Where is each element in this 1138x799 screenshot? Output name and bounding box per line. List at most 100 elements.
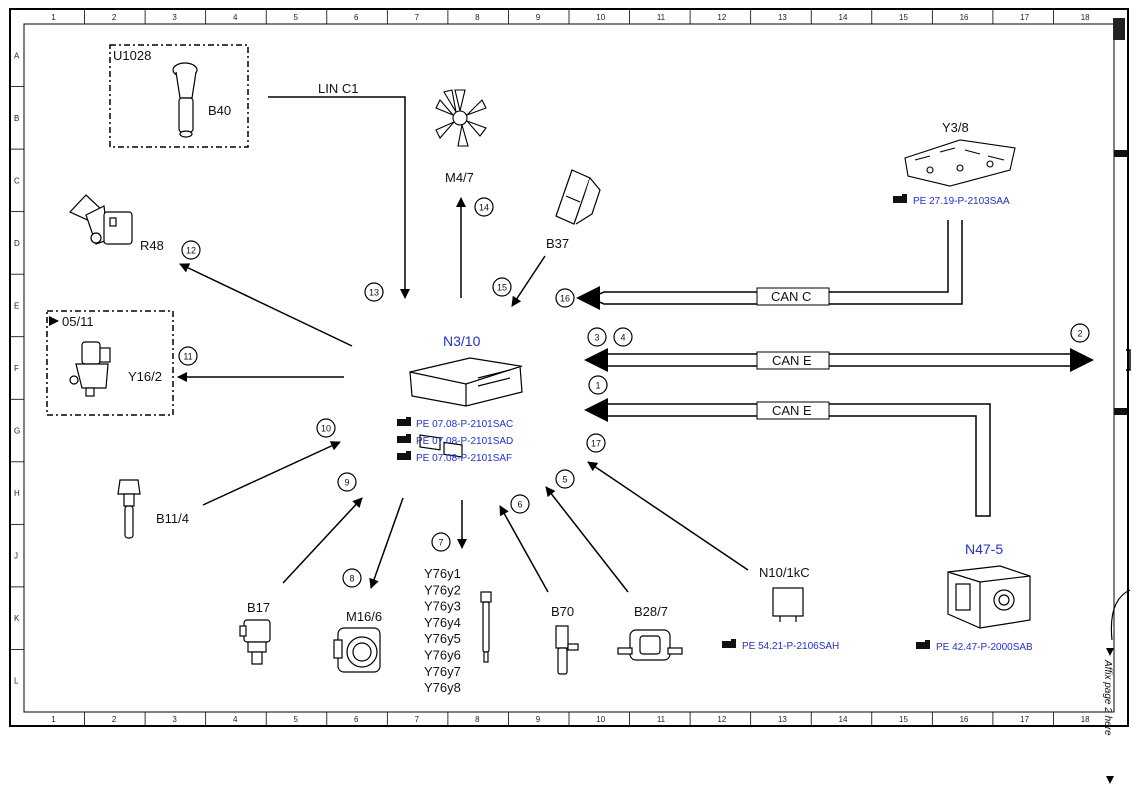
- triangle-down-icon: [1106, 648, 1114, 656]
- column-label: 6: [354, 13, 359, 22]
- svg-text:PE 07.08-P-2101SAC: PE 07.08-P-2101SAC: [416, 419, 513, 430]
- marker-label: 13: [369, 288, 379, 298]
- svg-text:PE 07.08-P-2101SAD: PE 07.08-P-2101SAD: [416, 436, 513, 447]
- marker-10: 10: [316, 418, 336, 438]
- marker-4: 4: [613, 327, 633, 347]
- svg-text:LIN C1: LIN C1: [318, 81, 358, 96]
- marker-label: 6: [517, 500, 522, 510]
- column-label: 7: [415, 715, 420, 724]
- marker-label: 11: [183, 352, 192, 362]
- column-label: 10: [596, 715, 605, 724]
- row-label: B: [14, 114, 19, 123]
- sensor-icon-b17: [239, 619, 271, 665]
- column-label: 11: [657, 13, 666, 22]
- row-label: G: [14, 427, 20, 436]
- marker-9: 9: [337, 472, 357, 492]
- svg-text:M4/7: M4/7: [445, 170, 474, 185]
- pedal-icon: [555, 169, 601, 225]
- svg-text:PE 42.47-P-2000SAB: PE 42.47-P-2000SAB: [936, 642, 1033, 653]
- column-label: 2: [112, 13, 117, 22]
- injector-label: Y76y3: [424, 599, 461, 614]
- ignition-coil-icon: [172, 62, 198, 138]
- marker-5: 5: [555, 469, 575, 489]
- marker-label: 15: [497, 283, 507, 293]
- column-label: 18: [1081, 13, 1090, 22]
- fan-m4-7: M4/7: [435, 89, 487, 185]
- marker-14: 14: [474, 197, 494, 217]
- injector-label: Y76y7: [424, 664, 461, 679]
- marker-7: 7: [431, 532, 451, 552]
- arrow-from-b17: [282, 497, 363, 584]
- marker-label: 7: [438, 538, 443, 548]
- svg-text:PE 07.08-P-2101SAF: PE 07.08-P-2101SAF: [416, 453, 512, 464]
- row-label: F: [14, 364, 19, 373]
- marker-1: 1: [588, 375, 608, 395]
- sensor-b11-4: B11/4: [117, 479, 189, 539]
- svg-text:N47-5: N47-5: [965, 541, 1003, 557]
- marker-label: 17: [591, 439, 601, 449]
- module-n47-5: N47-5 PE 42.47-P-2000SAB: [916, 541, 1033, 653]
- grid-column-ticks: 1122334455667788991010111112121313141415…: [51, 10, 1090, 726]
- fan-icon: [435, 89, 487, 147]
- arrow-from-n10-1kc: [587, 461, 749, 571]
- pressure-sensor-icon: [617, 629, 683, 661]
- ecu-label: N3/10: [443, 333, 481, 349]
- column-label: 16: [960, 715, 969, 724]
- module-y3-8: Y3/8 PE 27.19-P-2103SAA: [893, 120, 1016, 207]
- marker-16: 16: [555, 288, 575, 308]
- arrow-from-b28-7: [545, 486, 629, 593]
- page-corner-mark: [1113, 18, 1125, 40]
- marker-label: 8: [349, 574, 354, 584]
- arrow-to-r48: [179, 263, 353, 347]
- column-label: 15: [899, 13, 908, 22]
- doc-ref-icon: [397, 434, 411, 443]
- doc-ref-icon: [397, 417, 411, 426]
- column-label: 13: [778, 13, 787, 22]
- column-label: 1: [51, 715, 56, 724]
- column-label: 8: [475, 715, 480, 724]
- valve-icon: [69, 341, 111, 397]
- column-label: 12: [717, 715, 726, 724]
- svg-text:PE 27.19-P-2103SAA: PE 27.19-P-2103SAA: [913, 196, 1010, 207]
- abs-unit-icon: [947, 565, 1031, 629]
- relay-n10-1kc: N10/1kC PE 54.21-P-2106SAH: [722, 565, 839, 652]
- svg-text:Y3/8: Y3/8: [942, 120, 969, 135]
- column-label: 17: [1020, 715, 1029, 724]
- valve-body-icon: [904, 139, 1016, 187]
- column-label: 9: [536, 715, 541, 724]
- column-label: 3: [172, 13, 177, 22]
- marker-label: 1: [595, 381, 600, 391]
- svg-text:Y16/2: Y16/2: [128, 369, 162, 384]
- row-label: K: [14, 614, 20, 623]
- marker-3: 3: [587, 327, 607, 347]
- column-label: 5: [294, 13, 299, 22]
- triangle-down-icon: [1106, 776, 1114, 784]
- row-label: E: [14, 301, 19, 310]
- svg-text:B17: B17: [247, 600, 270, 615]
- column-label: 11: [657, 715, 666, 724]
- sensor-b70: B70: [551, 604, 579, 675]
- marker-label: 4: [620, 333, 625, 343]
- marker-17: 17: [586, 433, 606, 453]
- doc-ref-icon: [397, 451, 411, 460]
- column-label: 14: [839, 13, 848, 22]
- svg-text:B40: B40: [208, 103, 231, 118]
- marker-label: 2: [1077, 329, 1082, 339]
- column-label: 4: [233, 715, 238, 724]
- svg-text:05/11: 05/11: [62, 314, 94, 329]
- column-label: 5: [294, 715, 299, 724]
- column-label: 18: [1081, 715, 1090, 724]
- marker-15: 15: [492, 277, 512, 297]
- svg-text:B28/7: B28/7: [634, 604, 668, 619]
- arrow-from-b70: [499, 505, 549, 593]
- u1028-group: U1028 B40: [109, 44, 249, 148]
- svg-text:CAN E: CAN E: [772, 353, 812, 368]
- svg-text:R48: R48: [140, 238, 164, 253]
- column-label: 15: [899, 715, 908, 724]
- marker-label: 9: [344, 478, 349, 488]
- injector-label: Y76y6: [424, 648, 461, 663]
- column-label: 3: [172, 715, 177, 724]
